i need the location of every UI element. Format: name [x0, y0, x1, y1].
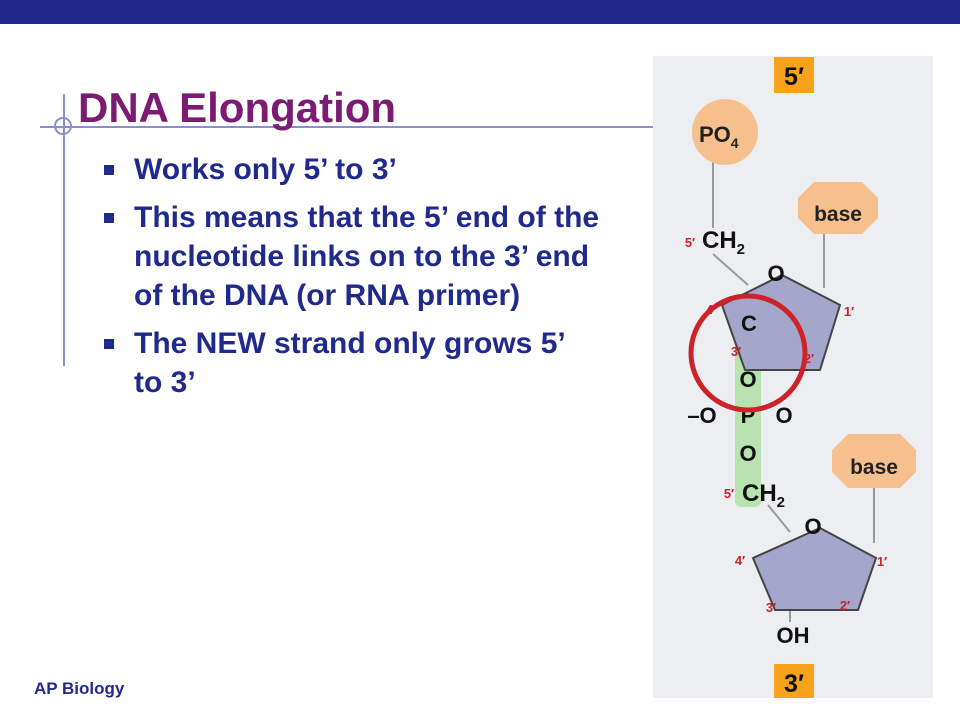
ch2-label-top: CH2 [702, 227, 745, 258]
five-prime-label: 5′ [784, 63, 804, 91]
nucleotide-diagram: PO4 base base 5′ 3′ CH2 O C O –O P O O C… [653, 56, 933, 700]
base-hexagon-bottom [832, 434, 916, 488]
base-label-bottom: base [850, 456, 898, 479]
footer-label: AP Biology [34, 679, 125, 698]
bullet-list: Works only 5’ to 3’ This means that the … [100, 150, 600, 411]
bullet-item: This means that the 5’ end of the nucleo… [100, 198, 600, 315]
base-hexagon-top [798, 182, 878, 234]
carbon-number: 2′ [804, 351, 814, 366]
carbon-number: 4′ [735, 553, 745, 568]
double-bond-oxygen: O [775, 403, 792, 428]
five-prime-badge [774, 57, 814, 93]
carbon-number: 1′ [844, 304, 854, 319]
bridge-oxygen-lower: O [739, 441, 756, 466]
bullet-item: The NEW strand only grows 5’ to 3’ [100, 324, 600, 402]
crosshair-decoration [54, 117, 72, 135]
bond-line [767, 504, 791, 533]
bottom-sugar-ring [751, 526, 878, 611]
ring-oxygen-top: O [767, 261, 784, 286]
decorative-horizontal-line [40, 126, 680, 128]
phosphate-circle [692, 99, 758, 165]
ch2-label-bottom: CH2 [742, 480, 785, 511]
carbon-number: 1′ [877, 554, 887, 569]
top-bar [0, 0, 960, 24]
three-prime-highlight-circle [688, 293, 808, 413]
phosphorus-label: P [741, 403, 756, 428]
carbon-number: 3′ [766, 600, 776, 615]
ring-oxygen-bottom: O [804, 514, 821, 539]
phosphodiester-bond-highlight [735, 335, 761, 507]
bond-line [712, 253, 749, 286]
three-prime-badge [774, 664, 814, 700]
phosphate-label: PO4 [699, 122, 739, 151]
three-prime-label: 3′ [784, 670, 804, 698]
hydroxyl-label: OH [777, 623, 810, 648]
slide-title: DNA Elongation [78, 84, 397, 131]
carbon-number: 2′ [840, 598, 850, 613]
decorative-vertical-line [63, 94, 65, 366]
carbon-number: 5′ [685, 235, 695, 250]
base-label-top: base [814, 203, 862, 226]
negative-oxygen-label: –O [687, 403, 716, 428]
carbon-label: C [741, 311, 757, 336]
bridge-oxygen-upper: O [739, 367, 756, 392]
carbon-number: 5′ [724, 486, 734, 501]
carbon-number: 3′ [731, 344, 741, 359]
bullet-item: Works only 5’ to 3’ [100, 150, 600, 189]
